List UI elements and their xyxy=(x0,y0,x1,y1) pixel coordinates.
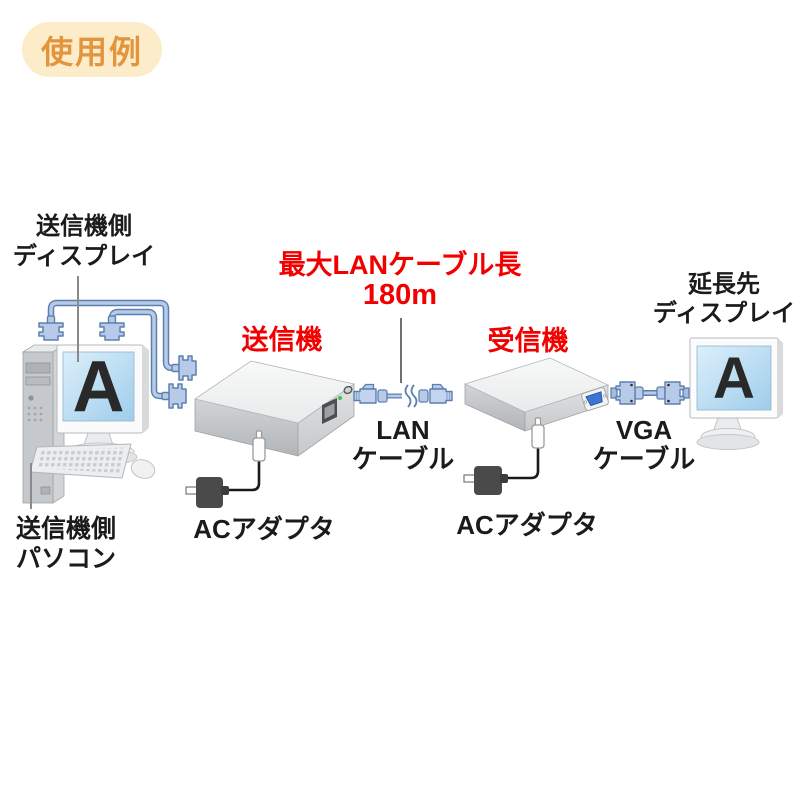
ac-adapter-tx-icon xyxy=(185,430,266,508)
transmitter-label: 送信機 xyxy=(241,325,323,355)
max-cable-length-label: 最大LANケーブル長 180m xyxy=(278,250,522,311)
dc-plug-icon xyxy=(531,417,545,449)
receiver-box-icon xyxy=(463,357,610,432)
ac-adapter-tx-label: ACアダプタ xyxy=(193,514,335,544)
lan-cable-label: LAN ケーブル xyxy=(351,415,455,474)
rx-screen-letter: A xyxy=(713,345,755,411)
mouse-icon xyxy=(130,459,156,479)
vga-connector-icon xyxy=(171,355,197,381)
power-led xyxy=(338,396,342,400)
vga-cable-icon xyxy=(610,381,690,405)
keyboard-icon xyxy=(29,443,132,479)
vga-connector-icon xyxy=(38,315,64,341)
badge-label: 使用例 xyxy=(40,33,143,70)
tx-display-label: 送信機側 ディスプレイ xyxy=(12,213,156,270)
extended-monitor-icon xyxy=(689,337,783,450)
tx-screen-letter: A xyxy=(72,346,125,427)
tx-pc-label: 送信機側 パソコン xyxy=(16,515,117,573)
extended-display-label: 延長先 ディスプレイ xyxy=(652,271,796,327)
break-symbol-icon xyxy=(404,384,418,408)
dc-plug-icon xyxy=(252,430,266,462)
lan-cable-icon xyxy=(353,383,453,408)
dc-jack xyxy=(343,385,353,395)
vga-connector-icon xyxy=(99,315,125,341)
ac-adapter-rx-label: ACアダプタ xyxy=(456,510,598,540)
usage-example-badge: 使用例 xyxy=(22,22,162,77)
display-cables xyxy=(47,299,175,400)
vga-connector-icon xyxy=(161,383,187,409)
vga-port xyxy=(581,387,609,411)
vga-cable-label: VGA ケーブル xyxy=(592,415,696,474)
ac-adapter-rx-icon xyxy=(463,417,545,495)
transmitter-box-icon xyxy=(194,360,355,457)
receiver-label: 受信機 xyxy=(487,326,569,356)
